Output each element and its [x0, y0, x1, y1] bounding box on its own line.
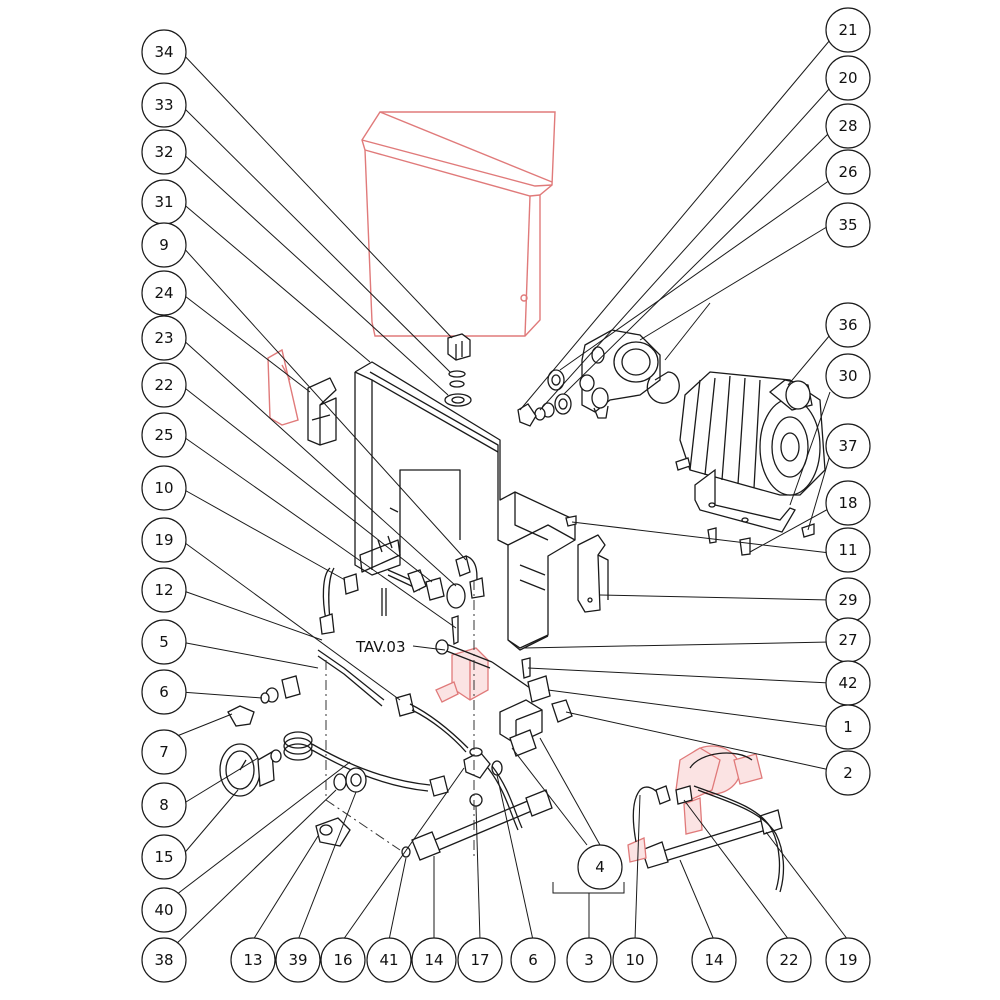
- callout-label: 10: [154, 479, 173, 497]
- callout-label: 36: [838, 316, 857, 334]
- screw-42: [521, 657, 531, 679]
- callout-label: 40: [154, 901, 173, 919]
- callout-label: 39: [288, 951, 307, 969]
- callout-label: 9: [159, 236, 169, 254]
- callout-label: 41: [379, 951, 398, 969]
- motor: [565, 371, 826, 556]
- pressure-gauge: [219, 743, 282, 797]
- group-bracket: 4: [552, 844, 625, 940]
- main-frame: [354, 361, 576, 651]
- valve-tag-label: TAV.03: [355, 638, 405, 656]
- small-bracket: [307, 377, 337, 446]
- callout-label: 33: [154, 96, 173, 114]
- solenoid-valve: [499, 699, 573, 757]
- callout-label: 14: [704, 951, 723, 969]
- callout-label: 29: [838, 591, 857, 609]
- callout-label: 15: [154, 848, 173, 866]
- callout-label: 37: [838, 437, 857, 455]
- callout-label: 32: [154, 143, 173, 161]
- tee-fitting: [463, 747, 523, 831]
- callout-label: 6: [159, 683, 169, 701]
- hose-right: [641, 809, 783, 869]
- callout-label: 14: [424, 951, 443, 969]
- right-callouts: 21 20 28 26 35 36 30 37 18 11 29 27 42 1…: [825, 7, 871, 796]
- callout-label: 5: [159, 633, 169, 651]
- callout-label: 22: [154, 376, 173, 394]
- pipe-assembly: [227, 555, 485, 753]
- callout-label: 12: [154, 581, 173, 599]
- callout-label: 24: [154, 284, 173, 302]
- callout-label: 20: [838, 69, 857, 87]
- bracket-29: [577, 534, 609, 613]
- valve-tav03: [435, 639, 551, 703]
- pump-head: [517, 329, 680, 427]
- callout-label: 26: [838, 163, 857, 181]
- small-fittings: [315, 767, 367, 847]
- spring-coil: [283, 731, 449, 797]
- callout-label: 3: [584, 951, 594, 969]
- callout-label: 25: [154, 426, 173, 444]
- callout-group-label: 4: [595, 858, 605, 876]
- callout-label: 11: [838, 541, 857, 559]
- callout-label: 17: [470, 951, 489, 969]
- bottom-callouts: 13 39 16 41 14 17 6 3 10 14 22 19: [230, 937, 871, 983]
- callout-label: 23: [154, 329, 173, 347]
- callout-label: 13: [243, 951, 262, 969]
- leader-lines: [171, 39, 849, 949]
- callout-label: 31: [154, 193, 173, 211]
- red-clip: [267, 348, 299, 426]
- callout-label: 7: [159, 743, 169, 761]
- callout-label: 28: [838, 117, 857, 135]
- callout-label: 6: [528, 951, 538, 969]
- callout-label: 42: [838, 674, 857, 692]
- callout-label: 27: [838, 631, 857, 649]
- callout-label: 22: [779, 951, 798, 969]
- callout-label: 19: [838, 951, 857, 969]
- callout-label: 1: [843, 718, 853, 736]
- callout-label: 21: [838, 21, 857, 39]
- water-tank: [361, 111, 556, 337]
- callout-label: 35: [838, 216, 857, 234]
- hose-left: [401, 789, 553, 861]
- callout-label: 16: [333, 951, 352, 969]
- callout-label: 19: [154, 531, 173, 549]
- tank-cap: [444, 333, 472, 407]
- callout-label: 10: [625, 951, 644, 969]
- callout-label: 34: [154, 43, 173, 61]
- callout-label: 2: [843, 764, 853, 782]
- red-pump: [627, 745, 785, 893]
- callout-label: 38: [154, 951, 173, 969]
- callout-label: 30: [838, 367, 857, 385]
- callout-label: 18: [838, 494, 857, 512]
- callout-label: 8: [159, 796, 169, 814]
- left-callouts: 34 33 32 31 9 24 23 22 25 10 19 12 5 6 7…: [141, 29, 187, 983]
